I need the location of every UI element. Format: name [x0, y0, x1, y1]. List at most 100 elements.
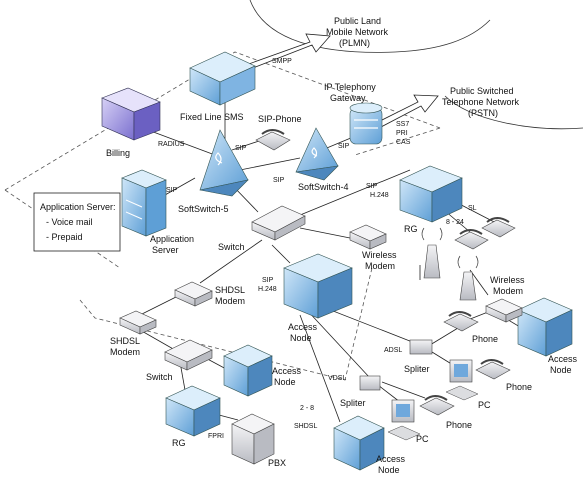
spliter-adsl-label: Spliter [404, 364, 430, 374]
shdsl-modem-center-label-2: Modem [215, 296, 245, 306]
access-node-left-label-2: Node [274, 377, 296, 387]
access-node-left-label-1: Access [272, 366, 302, 376]
access-node-bottom-label-2: Node [378, 465, 400, 475]
core-switch [251, 205, 306, 241]
ss7-label: SS7 [396, 121, 409, 128]
access-node-main [283, 253, 353, 319]
pbx [231, 413, 275, 465]
pc-right-label: PC [478, 400, 491, 410]
phone-right-2-label: Phone [506, 382, 532, 392]
phone-bottom-label: Phone [446, 420, 472, 430]
plmn-cloud-outline [249, 0, 491, 53]
softswitch-5 [199, 129, 249, 197]
wireless-modem-right [485, 298, 523, 323]
access-node-bottom [333, 415, 385, 471]
sip-h248-mid-1: SIP [262, 277, 274, 284]
phone-rg-1 [454, 229, 489, 250]
antenna-right [457, 255, 479, 301]
sip-phone-label: SIP-Phone [258, 114, 302, 124]
rg-bottom-label: RG [172, 438, 186, 448]
fixed-line-sms-label: Fixed Line SMS [180, 112, 244, 122]
spliter-adsl [409, 339, 433, 355]
shdsl-label: SHDSL [294, 423, 317, 430]
billing-label: Billing [106, 148, 130, 158]
sip-label-core: SIP [273, 177, 285, 184]
ip-telephony-gateway [349, 102, 383, 145]
app-server-callout: Application Server: - Voice mail - Prepa… [33, 192, 121, 252]
sip-h248-top-2: H.248 [370, 192, 389, 199]
pbx-label: PBX [268, 458, 286, 468]
shdsl-modem-left [119, 310, 157, 335]
adsl-label: ADSL [384, 347, 402, 354]
svg-text:Public Switched: Public Switched [450, 86, 514, 96]
svg-text:Telephone Network: Telephone Network [442, 97, 520, 107]
softswitch-4 [295, 127, 339, 181]
shdsl-modem-center [174, 281, 213, 307]
sip-label-phone: SIP [235, 145, 247, 152]
phone-bottom [419, 395, 455, 416]
phone-right-1 [443, 311, 479, 332]
radius-label: RADIUS [158, 141, 185, 148]
pstn-cloud-outline [444, 95, 583, 130]
rg-cabinet-bottom [165, 385, 221, 437]
svg-text:(PSTN): (PSTN) [468, 108, 498, 118]
app-box-item-voicemail: - Voice mail [46, 217, 93, 227]
wireless-modem-label-2: Modem [365, 261, 395, 271]
spliter-vdsl [359, 375, 381, 391]
sl-label: SL [468, 205, 477, 212]
fixed-line-sms-server [189, 51, 256, 106]
lower-switch [164, 339, 213, 371]
shdsl-modem-center-label-1: SHDSL [215, 285, 245, 295]
spliter-vdsl-label: Spliter [340, 398, 366, 408]
app-server-label-1: Application [150, 234, 194, 244]
vdsl-label: VDSL [328, 375, 346, 382]
wireless-modem-label-1: Wireless [362, 250, 397, 260]
pri-label: PRI [396, 130, 408, 137]
ip-gateway-label-2: Gateway [330, 93, 366, 103]
shdsl-modem-left-label-2: Modem [110, 347, 140, 357]
range-2-8-label: 2 - 8 [300, 405, 314, 412]
access-node-right-label-1: Access [548, 354, 578, 364]
phone-rg-2 [481, 217, 516, 238]
core-boundary [4, 51, 441, 381]
app-box-title: Application Server: [40, 202, 116, 212]
pc-bottom [387, 399, 421, 441]
access-node-right-label-2: Node [550, 365, 572, 375]
rg-top-label: RG [404, 224, 418, 234]
antenna-center [421, 227, 443, 279]
softswitch4-label: SoftSwitch-4 [298, 182, 349, 192]
sip-h248-top-1: SIP [366, 183, 378, 190]
sip-h248-mid-2: H.248 [258, 286, 277, 293]
app-server-label-2: Server [152, 245, 179, 255]
svg-text:Public Land: Public Land [334, 16, 381, 26]
access-node-right [517, 297, 573, 357]
switch-lower-label: Switch [146, 372, 173, 382]
pc-right [445, 359, 479, 401]
access-node-main-label-1: Access [288, 322, 318, 332]
application-server [121, 169, 167, 237]
ip-gateway-label-1: IP Telephony [324, 82, 376, 92]
billing-server [101, 87, 161, 141]
app-box-item-prepaid: - Prepaid [46, 232, 83, 242]
svg-text:Mobile Network: Mobile Network [326, 27, 389, 37]
access-node-main-label-2: Node [290, 333, 312, 343]
shdsl-modem-left-label-1: SHDSL [110, 336, 140, 346]
sip-phone [255, 129, 291, 151]
range-8-24-label: 8 - 24 [446, 219, 464, 226]
access-node-left [223, 344, 273, 397]
sip-label-appserver: SIP [166, 187, 178, 194]
rg-cabinet-top [399, 165, 463, 223]
phone-right-1-label: Phone [472, 334, 498, 344]
cas-label: CAS [396, 139, 411, 146]
smpp-label: SMPP [272, 58, 292, 65]
wireless-modem-right-label-2: Modem [493, 286, 523, 296]
switch-core-label: Switch [218, 242, 245, 252]
pstn-label: Public Switched Telephone Network (PSTN) [442, 86, 520, 118]
wireless-modem-right-label-1: Wireless [490, 275, 525, 285]
phone-right-2 [475, 359, 511, 380]
wireless-modem-center [349, 224, 387, 250]
fpri-label: FPRI [208, 433, 224, 440]
pstn-arrow [377, 94, 439, 128]
